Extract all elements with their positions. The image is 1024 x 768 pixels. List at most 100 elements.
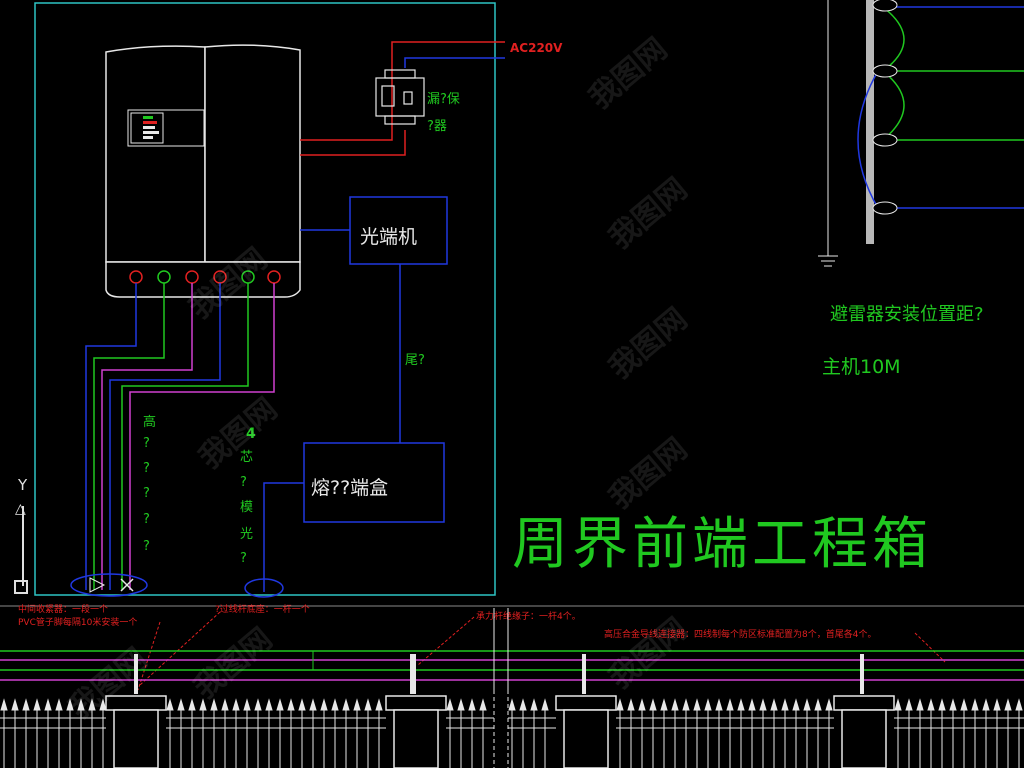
svg-text:?: ? — [240, 551, 247, 566]
svg-text:?: ? — [143, 539, 150, 554]
fence-picket-tip — [638, 698, 646, 711]
fence-picket-tip — [825, 698, 833, 711]
fence-picket-tip — [177, 698, 185, 711]
ucs-y-label: Y — [18, 476, 28, 494]
fence-picket-tip — [11, 698, 19, 711]
fence-picket-tip — [33, 698, 41, 711]
fence-picket-tip — [468, 698, 476, 711]
fence-picket-tip — [704, 698, 712, 711]
fence-picket-tip — [541, 698, 549, 711]
surge-arrester-assembly — [818, 0, 1024, 267]
fence-picket-tip — [993, 698, 1001, 711]
fence-picket-tip — [971, 698, 979, 711]
fence-picket-tip — [693, 698, 701, 711]
ucs-x-arrow — [89, 577, 106, 593]
annotation-clamp: 中间收紧器：一段一个 — [18, 603, 108, 615]
host-controller — [105, 44, 301, 298]
cable-exit-left — [70, 573, 148, 597]
fence-picket-tip — [364, 698, 372, 711]
fence-picket-tip — [331, 698, 339, 711]
ucs-cross — [120, 578, 134, 592]
fence-picket-tip — [457, 698, 465, 711]
fence-picket-tip — [77, 698, 85, 711]
watermark-text: 我图网 — [603, 431, 694, 516]
fence-picket-tip — [649, 698, 657, 711]
fence-pillars — [105, 695, 895, 768]
fence-picket-tip — [671, 698, 679, 711]
fence-picket-tip — [682, 698, 690, 711]
fence-picket-tip — [55, 698, 63, 711]
fence-picket-tip — [188, 698, 196, 711]
fence-picket-tip — [199, 698, 207, 711]
watermark-text: 我图网 — [583, 31, 674, 116]
fence-gap-divider — [493, 608, 509, 768]
fence-picket-tip — [22, 698, 30, 711]
insulator-posts — [134, 654, 864, 694]
fence-picket-tip — [792, 698, 800, 711]
fence-picket-tip — [210, 698, 218, 711]
power-label: AC220V — [510, 41, 563, 55]
fence-picket-tip — [166, 698, 174, 711]
fence-picket-tip — [519, 698, 527, 711]
fence-picket-tip — [660, 698, 668, 711]
terminal-wires — [85, 283, 275, 590]
fence-picket-tip — [66, 698, 74, 711]
fence-picket-tip — [759, 698, 767, 711]
diagram-title: 周界前端工程箱 — [512, 512, 932, 577]
annotation-pvc: PVC管子脚每隔10米安装一个 — [18, 616, 137, 628]
fence-picket-tip — [927, 698, 935, 711]
svg-text:?: ? — [240, 475, 247, 490]
fence-picket-tip — [726, 698, 734, 711]
svg-text:?: ? — [143, 461, 150, 476]
fence-picket-tip — [748, 698, 756, 711]
leakage-breaker — [375, 69, 425, 125]
fence-picket-tip — [781, 698, 789, 711]
leader-lines — [137, 611, 946, 691]
spacing-marker — [306, 650, 320, 671]
fence-picket-tip — [905, 698, 913, 711]
fence-picket-tip — [916, 698, 924, 711]
fence-picket-tip — [375, 698, 383, 711]
fence-picket-tip — [616, 698, 624, 711]
fence-picket-tip — [298, 698, 306, 711]
annotation-insulator: 承力杆绝缘子：一杆4个。 — [476, 610, 581, 622]
svg-text:?: ? — [143, 436, 150, 451]
ucs-y-arrow: △ — [15, 501, 26, 517]
ucs-y-axis — [22, 506, 24, 586]
cable-exit-right — [244, 578, 284, 598]
engineering-box-frame — [34, 2, 496, 596]
annotation-post-base: ?过线杆底座：一杆一个 — [215, 603, 310, 615]
fence-picket-tip — [221, 698, 229, 711]
fence-picket-tip — [1015, 698, 1023, 711]
breaker-label-line2: ?器 — [427, 119, 447, 134]
host-distance-label: 主机10M — [822, 356, 901, 378]
fence-picket-tip — [287, 698, 295, 711]
splice-box-label: 熔??端盒 — [311, 477, 388, 499]
fence-picket-tip — [99, 698, 107, 711]
fence-picket-tip — [309, 698, 317, 711]
ucs-origin — [14, 580, 28, 594]
fence-picket-tip — [265, 698, 273, 711]
annotation-connector: 高压合金导线连接器：四线制每个防区标准配置为8个，首尾各4个。 — [604, 628, 876, 640]
fence-picket-tip — [353, 698, 361, 711]
fiber-count-label: 4 — [246, 426, 256, 442]
watermark-text: 我图网 — [188, 621, 279, 706]
fence-picket-tip — [508, 698, 516, 711]
fence-picket-tip — [982, 698, 990, 711]
fence-picket-tip — [627, 698, 635, 711]
watermark-text: 我图网 — [193, 391, 284, 476]
svg-text:高: 高 — [143, 414, 156, 430]
fence-picket-tip — [530, 698, 538, 711]
svg-text:?: ? — [143, 512, 150, 527]
watermark-text: 我图网 — [603, 301, 694, 386]
fence-picket-tip — [243, 698, 251, 711]
fence-picket-tip — [949, 698, 957, 711]
fence-picket-tip — [814, 698, 822, 711]
fiber-cable — [263, 482, 304, 592]
fence-picket-tip — [88, 698, 96, 711]
fiber-vertical-text: 芯 ? 模 光 ? — [240, 450, 253, 566]
fence-wires — [0, 650, 1024, 681]
breaker-label-line1: 漏?保 — [427, 91, 460, 107]
power-wires — [300, 41, 505, 156]
fence-picket-tip — [446, 698, 454, 711]
